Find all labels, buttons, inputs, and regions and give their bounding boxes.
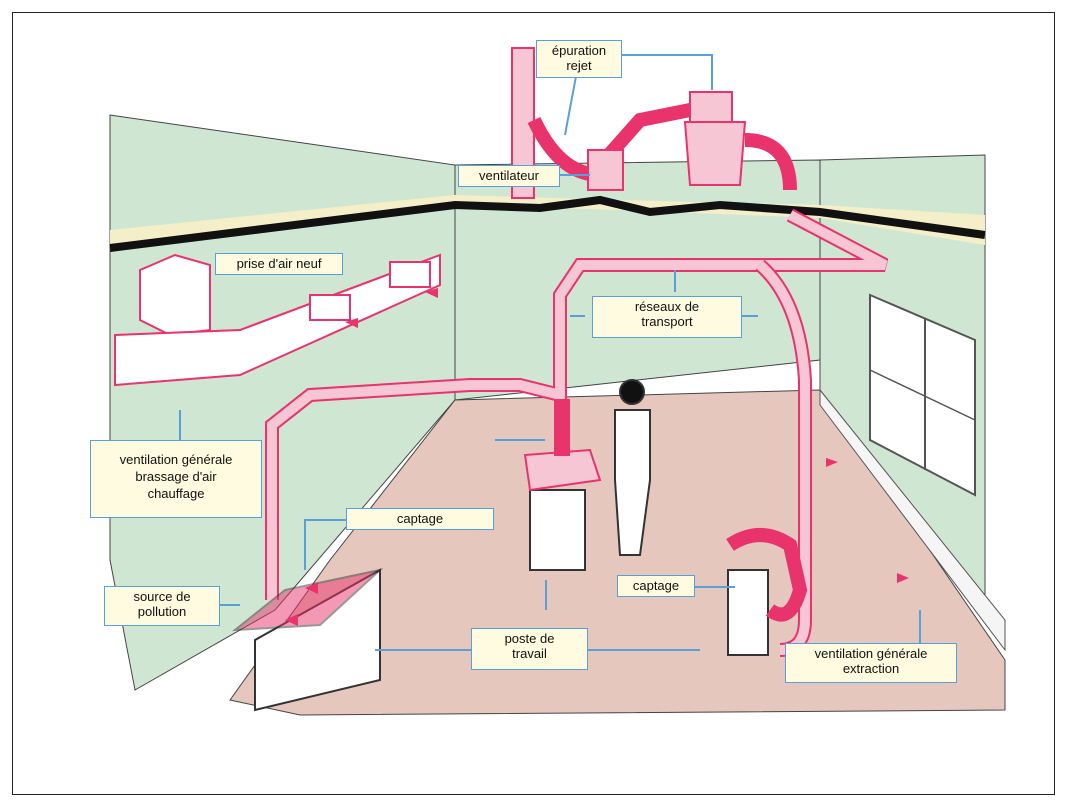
label-epuration-rejet: épuration rejet: [536, 40, 622, 78]
label-ventilateur: ventilateur: [458, 165, 560, 187]
worker-figure: [614, 379, 651, 556]
rooftop-ducts: [511, 47, 797, 199]
label-captage-right: captage: [617, 575, 695, 597]
ceiling-line: [109, 195, 986, 252]
label-reseaux-transport: réseaux de transport: [592, 296, 742, 338]
label-poste-travail: poste de travail: [471, 628, 588, 670]
label-source-pollution: source de pollution: [104, 586, 220, 626]
baseboard: [819, 388, 1006, 652]
airflow-arrows: [285, 288, 909, 626]
central-workstation: [523, 399, 602, 571]
label-ventilation-generale: ventilation générale brassage d'air chau…: [90, 440, 262, 518]
right-workstation: [726, 528, 808, 656]
pollution-tank: [231, 568, 384, 712]
label-captage-center: captage: [346, 508, 494, 530]
label-ventilation-extraction: ventilation générale extraction: [785, 643, 957, 683]
window: [869, 293, 976, 497]
diagram-frame: [12, 12, 1055, 795]
label-prise-air-neuf: prise d'air neuf: [215, 253, 343, 275]
air-handling-unit: [114, 253, 441, 387]
